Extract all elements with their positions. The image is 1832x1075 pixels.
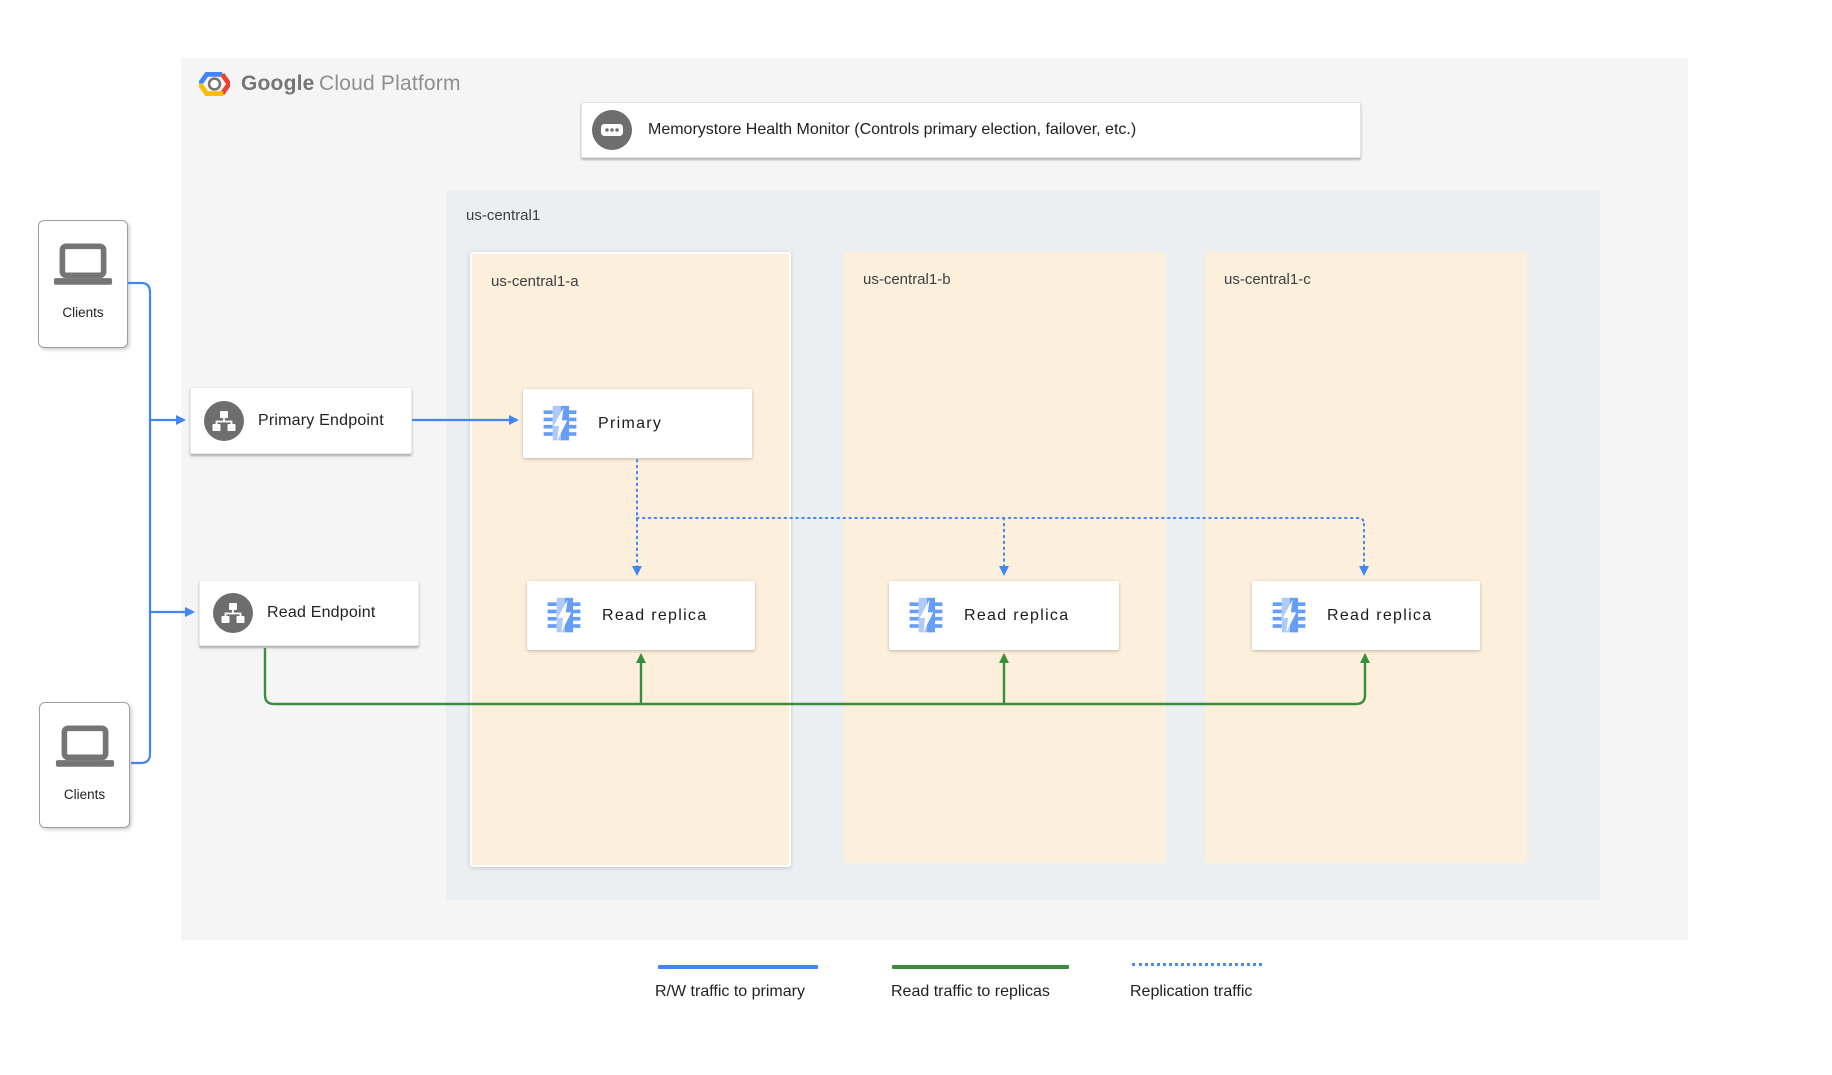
zone-us-central1-a: us-central1-a Primary (470, 252, 791, 867)
edge-clients-trunk (128, 281, 152, 765)
node-replica-a-label: Read replica (602, 606, 708, 624)
legend-label-replication-traffic: Replication traffic (1130, 983, 1253, 1000)
laptop-icon (55, 725, 114, 767)
gcp-brand: Google Cloud Platform (199, 66, 461, 102)
legend-label-read-traffic: Read traffic to replicas (891, 983, 1050, 1000)
network-endpoint-icon (213, 593, 253, 633)
read-endpoint-label: Read Endpoint (267, 604, 376, 621)
gcp-hexagon-logo-icon (199, 72, 230, 96)
zone-c-label: us-central1-c (1224, 271, 1311, 288)
clients-top-label: Clients (62, 305, 104, 320)
primary-endpoint-label: Primary Endpoint (258, 411, 384, 429)
zone-a-label: us-central1-a (491, 273, 579, 290)
region-label: us-central1 (466, 207, 541, 224)
clients-bottom-label: Clients (63, 787, 106, 802)
legend-line-rw-traffic (658, 965, 818, 969)
node-replica-b-label: Read replica (964, 606, 1070, 624)
node-replica-c-label: Read replica (1327, 606, 1433, 624)
memorystore-icon (547, 597, 581, 632)
health-monitor-label: Memorystore Health Monitor (Controls pri… (648, 121, 1137, 138)
chat-ellipsis-icon (592, 110, 632, 150)
health-monitor-box: Memorystore Health Monitor (Controls pri… (581, 102, 1361, 158)
zone-us-central1-b: us-central1-b Read replica (844, 252, 1166, 863)
legend-line-replication-traffic (1132, 963, 1262, 966)
legend-line-read-traffic (892, 965, 1069, 969)
legend-label-rw-traffic: R/W traffic to primary (655, 983, 805, 1000)
brand-google-text: Google (241, 72, 315, 95)
node-read-replica-c: Read replica (1252, 581, 1480, 650)
memorystore-icon (543, 405, 577, 440)
region-us-central1: us-central1 us-central1-a Primary (446, 190, 1600, 900)
network-endpoint-icon (204, 400, 244, 441)
clients-box-bottom: Clients (39, 702, 130, 828)
laptop-icon (53, 243, 113, 285)
node-primary: Primary (523, 389, 752, 458)
zone-us-central1-c: us-central1-c Read replica (1205, 252, 1527, 863)
node-read-replica-a: Read replica (527, 581, 755, 650)
zone-b-label: us-central1-b (863, 271, 951, 288)
node-read-replica-b: Read replica (889, 581, 1119, 650)
read-endpoint-box: Read Endpoint (199, 580, 419, 646)
primary-endpoint-box: Primary Endpoint (190, 387, 412, 454)
clients-box-top: Clients (38, 220, 128, 348)
memorystore-icon (1272, 597, 1306, 632)
node-primary-label: Primary (598, 414, 663, 432)
brand-suffix-text: Cloud Platform (318, 72, 461, 95)
memorystore-icon (909, 597, 943, 632)
